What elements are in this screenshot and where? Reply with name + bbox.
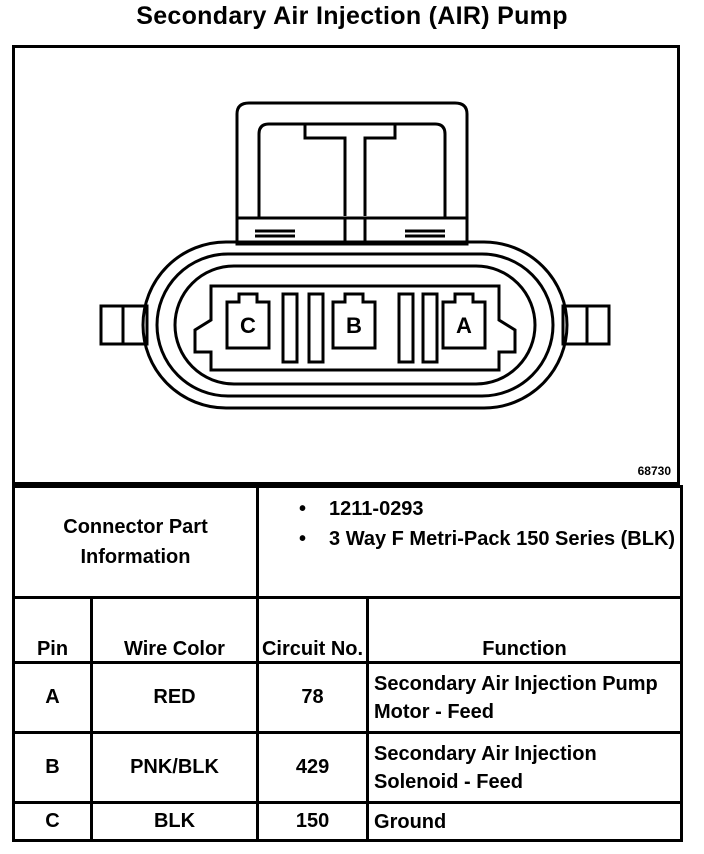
circuit-cell: 429 [256, 731, 370, 804]
wire-color-cell: RED [89, 661, 260, 734]
pin-cell: A [12, 661, 93, 734]
pin-cell: C [12, 801, 93, 842]
header-circuit-no: Circuit No. [256, 596, 370, 664]
table-row: C BLK 150 Ground [12, 801, 684, 842]
function-cell: Secondary Air Injection Pump Motor - Fee… [366, 661, 684, 734]
connector-part-info-text: Connector Part Information [63, 516, 208, 568]
wire-color-cell: PNK/BLK [89, 731, 260, 804]
connector-diagram-panel: C B A 68730 [12, 45, 680, 485]
header-function: Function [366, 596, 684, 664]
pin-cavity-b [331, 292, 377, 350]
function-cell: Ground [366, 801, 684, 842]
pin-cell: B [12, 731, 93, 804]
connector-series: 3 Way F Metri-Pack 150 Series (BLK) [299, 524, 680, 554]
pin-cavity-a [441, 292, 487, 350]
pin-label-b: B [346, 313, 362, 338]
pin-label-c: C [240, 313, 256, 338]
connector-info-table: Connector Part Information 1211-0293 3 W… [11, 485, 684, 842]
header-wire-color: Wire Color [89, 596, 260, 664]
diagram-title: Secondary Air Injection (AIR) Pump [136, 2, 568, 30]
header-pin: Pin [12, 596, 93, 664]
circuit-cell: 150 [256, 801, 370, 842]
connector-face-drawing: C B A [99, 101, 611, 410]
function-cell: Secondary Air Injection Solenoid - Feed [366, 731, 684, 804]
pin-label-a: A [456, 313, 472, 338]
wire-color-cell: BLK [89, 801, 260, 842]
table-row: A RED 78 Secondary Air Injection Pump Mo… [12, 661, 684, 734]
connector-part-info-list: 1211-0293 3 Way F Metri-Pack 150 Series … [256, 485, 684, 599]
connector-part-info-label: Connector Part Information [11, 485, 260, 599]
figure-number: 68730 [637, 464, 671, 478]
circuit-cell: 78 [256, 661, 370, 734]
part-number: 1211-0293 [299, 494, 680, 524]
pin-cavity-c [225, 292, 271, 350]
table-row: B PNK/BLK 429 Secondary Air Injection So… [12, 731, 684, 804]
